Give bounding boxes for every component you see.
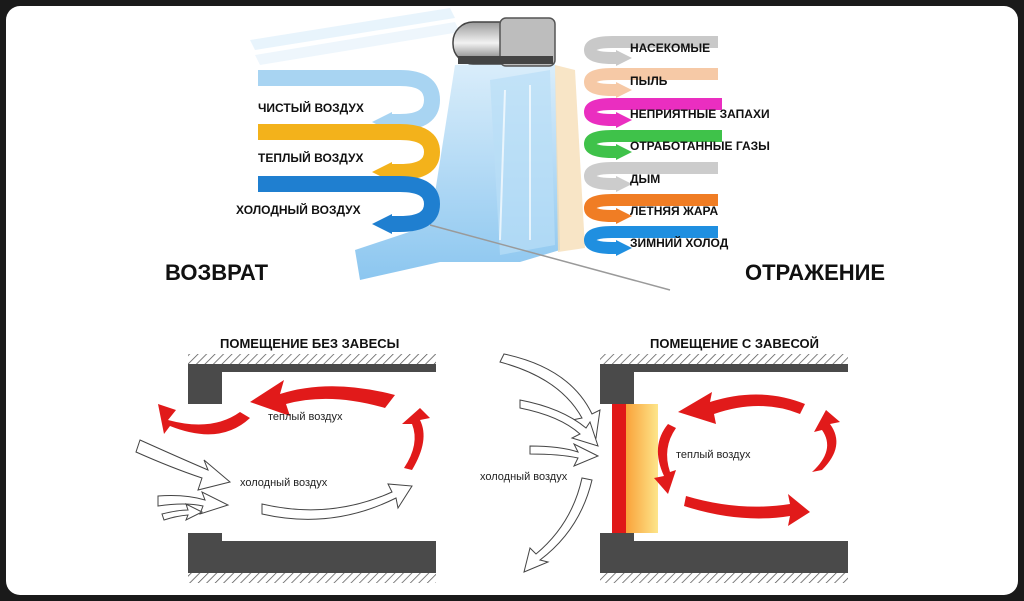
legend-smoke: ДЫМ bbox=[583, 162, 718, 192]
room-with-curtain: ПОМЕЩЕНИЕ С ЗАВЕСОЙ холодный воздух тепл… bbox=[480, 336, 848, 583]
upper-door-frame-right bbox=[600, 364, 634, 404]
warm-arrow-right-side bbox=[812, 410, 840, 472]
room-with-curtain-title: ПОМЕЩЕНИЕ С ЗАВЕСОЙ bbox=[650, 336, 819, 351]
ceiling-hatch bbox=[188, 354, 436, 364]
warm-air-label-right: теплый воздух bbox=[676, 449, 751, 461]
air-curtain-unit bbox=[452, 17, 556, 67]
legend-label-winter-cold: ЗИМНИЙ ХОЛОД bbox=[630, 235, 729, 250]
right-legend: НАСЕКОМЫЕ ПЫЛЬ НЕПРИЯТНЫЕ ЗАПАХИ ОТРАБОТ… bbox=[583, 36, 770, 256]
legend-label-odors: НЕПРИЯТНЫЕ ЗАПАХИ bbox=[630, 107, 770, 121]
legend-odors: НЕПРИЯТНЫЕ ЗАПАХИ bbox=[583, 98, 770, 128]
legend-dust: ПЫЛЬ bbox=[583, 68, 718, 98]
floor-hatch-right bbox=[600, 573, 848, 583]
warm-arrow-out bbox=[158, 404, 250, 435]
cold-arrow-in-3 bbox=[161, 503, 204, 522]
warm-arrow-right-bottom bbox=[684, 494, 810, 526]
legend-winter-cold: ЗИМНИЙ ХОЛОД bbox=[583, 226, 729, 256]
return-label: ВОЗВРАТ bbox=[165, 260, 269, 285]
cold-arrow-in-2 bbox=[157, 490, 230, 515]
warm-arrow-right bbox=[402, 408, 430, 470]
cold-air-label-left: холодный воздух bbox=[240, 477, 328, 489]
faint-air-streaks bbox=[250, 8, 460, 65]
ceiling-hatch-right bbox=[600, 354, 848, 364]
air-curtain-heat bbox=[626, 404, 658, 533]
legend-label-exhaust: ОТРАБОТАННЫЕ ГАЗЫ bbox=[630, 139, 770, 153]
air-curtain-flow bbox=[355, 60, 671, 291]
ceiling-wall bbox=[188, 364, 436, 372]
legend-summer-heat: ЛЕТНЯЯ ЖАРА bbox=[583, 194, 718, 224]
legend-label-dust: ПЫЛЬ bbox=[630, 74, 668, 88]
diagram-canvas: ЧИСТЫЙ ВОЗДУХ ТЕПЛЫЙ ВОЗДУХ ХОЛОДНЫЙ ВОЗ… bbox=[135, 8, 885, 583]
cold-arrow-outside-3 bbox=[529, 442, 600, 467]
air-curtain-jet bbox=[612, 404, 626, 533]
legend-label-insects: НАСЕКОМЫЕ bbox=[630, 41, 710, 55]
legend-insects: НАСЕКОМЫЕ bbox=[583, 36, 718, 66]
warm-air-label-left: теплый воздух bbox=[268, 411, 343, 423]
floor-wall bbox=[188, 541, 436, 573]
cold-arrow-floor bbox=[261, 483, 413, 520]
diagram-frame: ЧИСТЫЙ ВОЗДУХ ТЕПЛЫЙ ВОЗДУХ ХОЛОДНЫЙ ВОЗ… bbox=[6, 6, 1018, 595]
legend-exhaust: ОТРАБОТАННЫЕ ГАЗЫ bbox=[583, 130, 770, 160]
cold-arrow-in-1 bbox=[135, 439, 232, 491]
reflection-label: ОТРАЖЕНИЕ bbox=[745, 260, 885, 285]
warm-arrow-top bbox=[250, 380, 395, 416]
floor-hatch bbox=[188, 573, 436, 583]
floor-wall-right bbox=[600, 541, 848, 573]
warm-arrow-right-left bbox=[654, 424, 676, 494]
cold-arrow-outside-4 bbox=[523, 477, 593, 573]
legend-label-smoke: ДЫМ bbox=[630, 172, 660, 186]
legend-clean-air: ЧИСТЫЙ ВОЗДУХ bbox=[258, 70, 441, 132]
left-legend: ЧИСТЫЙ ВОЗДУХ ТЕПЛЫЙ ВОЗДУХ ХОЛОДНЫЙ ВОЗ… bbox=[236, 70, 441, 234]
cold-arrow-outside-1 bbox=[499, 353, 601, 439]
legend-label-summer-heat: ЛЕТНЯЯ ЖАРА bbox=[630, 204, 718, 218]
legend-warm-air: ТЕПЛЫЙ ВОЗДУХ bbox=[258, 124, 441, 182]
upper-door-frame bbox=[188, 364, 222, 404]
legend-label-clean-air: ЧИСТЫЙ ВОЗДУХ bbox=[258, 100, 364, 115]
room-without-curtain: ПОМЕЩЕНИЕ БЕЗ ЗАВЕСЫ теплый воздух холод… bbox=[135, 336, 436, 583]
legend-label-cold-air: ХОЛОДНЫЙ ВОЗДУХ bbox=[236, 202, 361, 217]
legend-label-warm-air: ТЕПЛЫЙ ВОЗДУХ bbox=[258, 150, 363, 165]
legend-cold-air: ХОЛОДНЫЙ ВОЗДУХ bbox=[236, 176, 441, 234]
ceiling-wall-right bbox=[600, 364, 848, 372]
cold-arrow-outside-2 bbox=[519, 399, 599, 447]
room-without-curtain-title: ПОМЕЩЕНИЕ БЕЗ ЗАВЕСЫ bbox=[220, 336, 399, 351]
cold-air-label-right: холодный воздух bbox=[480, 471, 568, 483]
warm-arrow-right-top bbox=[678, 392, 805, 424]
